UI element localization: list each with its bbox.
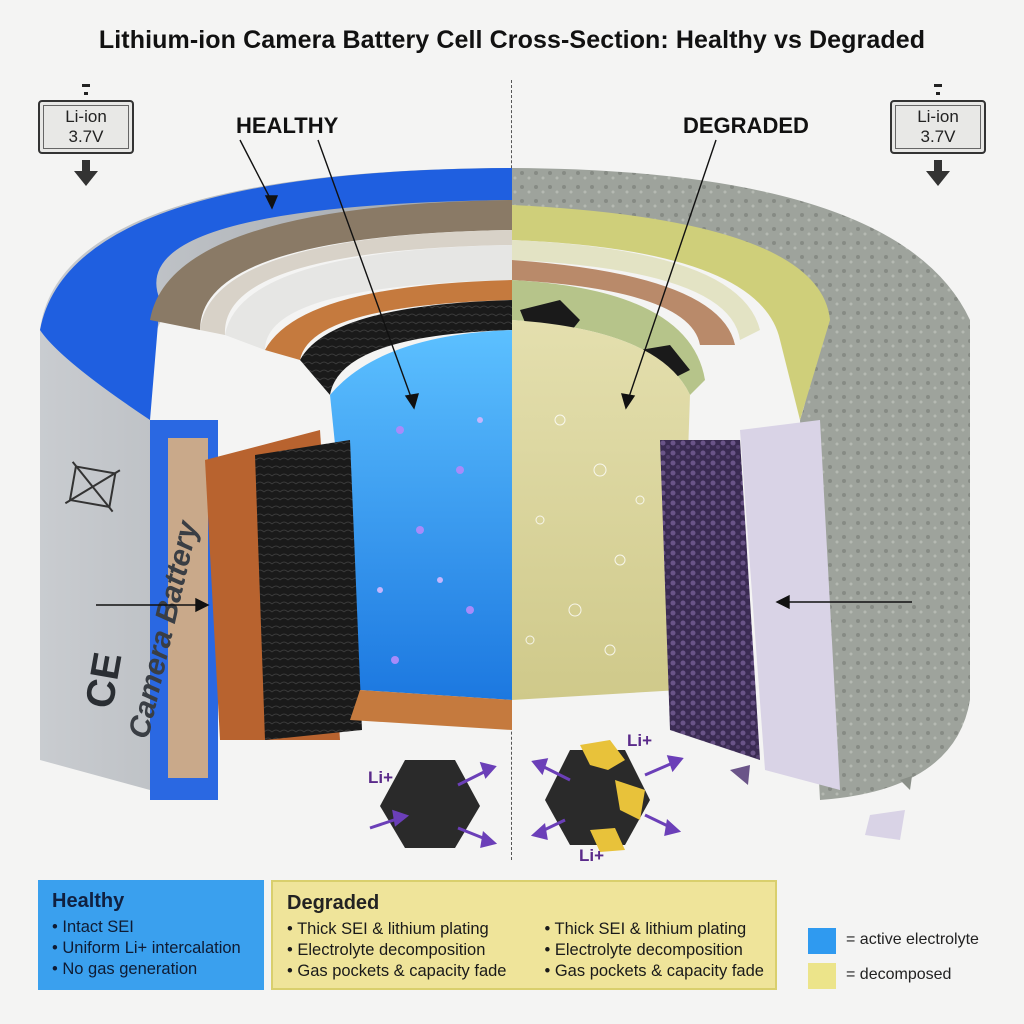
degraded-summary-heading: Degraded <box>287 892 380 914</box>
battery-icon-right: Li-ion 3.7V <box>890 84 986 194</box>
degraded-particle <box>530 740 684 852</box>
legend-swatch <box>808 963 836 989</box>
healthy-summary-heading: Healthy <box>52 890 125 912</box>
annotation-arrows <box>96 139 912 613</box>
healthy-label: HEALTHY <box>236 113 339 138</box>
degraded-label: DEGRADED <box>683 113 809 138</box>
legend-label: = decomposed <box>846 966 952 983</box>
degraded-summary-item: • Thick SEI & lithium plating <box>287 920 489 938</box>
degraded-summary-item: • Electrolyte decomposition <box>544 941 743 959</box>
degraded-summary-item: • Gas pockets & capacity fade <box>544 962 764 980</box>
page-title: Lithium-ion Camera Battery Cell Cross-Se… <box>98 26 926 54</box>
legend-label: = active electrolyte <box>846 931 979 948</box>
degraded-summary-item: • Gas pockets & capacity fade <box>287 962 507 980</box>
degraded-summary-panel: Degraded • Thick SEI & lithium plating •… <box>271 880 777 990</box>
battery-icon-type: Li-ion <box>917 107 959 126</box>
li-ion-label-degraded-top: Li+ <box>627 731 653 750</box>
ce-mark: CE <box>78 649 131 711</box>
battery-icon-voltage: 3.7V <box>68 127 104 146</box>
degraded-summary-item: • Electrolyte decomposition <box>287 941 486 959</box>
battery-icon-left: Li-ion 3.7V <box>38 84 134 194</box>
li-ion-label-degraded-bottom: Li+ <box>579 846 605 865</box>
battery-icon-voltage: 3.7V <box>920 127 956 146</box>
battery-icon-type: Li-ion <box>65 107 107 126</box>
degraded-half <box>512 168 970 800</box>
recycle-bin-icon <box>64 461 121 513</box>
legend-swatch <box>808 928 836 954</box>
arrow-down-icon <box>74 160 98 186</box>
healthy-summary-item: • Uniform Li+ intercalation <box>52 939 241 957</box>
healthy-particle <box>369 760 498 849</box>
healthy-summary-item: • Intact SEI <box>52 918 134 936</box>
arrow-down-icon <box>926 160 950 186</box>
healthy-half <box>40 168 512 800</box>
healthy-summary-item: • No gas generation <box>52 960 198 978</box>
healthy-summary-panel: Healthy • Intact SEI • Uniform Li+ inter… <box>38 880 264 990</box>
degraded-summary-item: • Thick SEI & lithium plating <box>544 920 747 938</box>
li-ion-label-healthy: Li+ <box>368 768 394 787</box>
